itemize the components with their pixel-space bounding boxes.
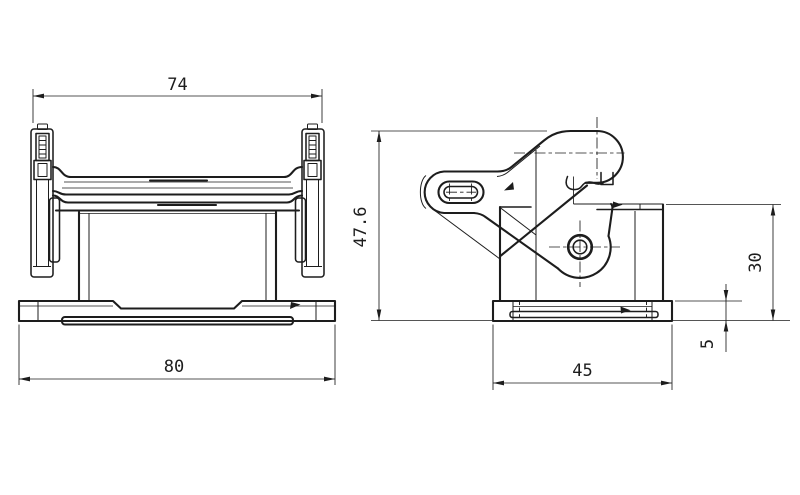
- lever-arm-bottom-edge: [472, 211, 560, 270]
- dim-front-top-width: 74: [32, 75, 323, 123]
- lever-grip-tip: [419, 175, 427, 209]
- mounting-flange-side: [491, 299, 674, 323]
- dimension-arrows: [723, 290, 729, 332]
- hood-rim: [51, 165, 304, 196]
- tower-arm-edges: [33, 179, 51, 267]
- dim-label-47-6: 47.6: [351, 207, 371, 248]
- dim-side-overall-height: 47.6: [351, 130, 547, 321]
- housing-body-front: [77, 210, 278, 303]
- dim-label-30: 30: [746, 252, 766, 272]
- dimensions: 74 80 47.6 30 5: [18, 75, 790, 390]
- tower-neck: [33, 159, 52, 181]
- lever-rise-inner-edge: [496, 145, 541, 177]
- surface-marker-front: [290, 302, 301, 309]
- dim-side-base-width: 45: [492, 324, 673, 390]
- lever-grip-slot: [443, 185, 479, 199]
- screw-hole-hidden-lines: [519, 301, 647, 317]
- pivot-pin: [549, 220, 620, 287]
- front-view: [17, 123, 337, 326]
- dim-flange-thickness: 5: [675, 284, 742, 352]
- lever-arm-back-edge: [499, 184, 589, 257]
- flange-side-outline: [491, 299, 674, 323]
- side-view: [419, 117, 674, 323]
- dim-label-5: 5: [698, 339, 718, 349]
- latch-pin-block: [35, 132, 50, 162]
- rim-bottom-edge: [51, 189, 304, 196]
- corner-chamfer-edge: [499, 207, 537, 236]
- extension-lines: [32, 89, 323, 123]
- flange-end-caps: [37, 301, 317, 321]
- pivot-lobe-right-edge: [607, 202, 614, 238]
- locking-lever: [419, 117, 625, 279]
- tower-cap: [37, 123, 48, 130]
- gasket-front: [60, 315, 295, 326]
- extension-lines: [18, 324, 336, 385]
- surface-marker-lever: [504, 182, 514, 191]
- slot-centerline-ticks: [449, 183, 472, 201]
- latch-catch-block: [600, 171, 614, 186]
- seal-band: [51, 194, 304, 214]
- gasket-side: [509, 310, 659, 319]
- tower-side-plate: [48, 197, 61, 263]
- lever-head-outline: [496, 129, 624, 184]
- dim-label-80: 80: [164, 357, 184, 377]
- seal-top-edge: [51, 194, 304, 204]
- dim-side-body-height: 30: [666, 204, 781, 321]
- lever-grip-outline: [423, 170, 499, 215]
- tower-neck-inner: [37, 163, 48, 177]
- surface-marker-shoulder: [613, 201, 623, 208]
- dim-front-base-width: 80: [18, 324, 336, 385]
- latch-tower-right: [294, 123, 325, 278]
- pin-serrations: [39, 140, 46, 155]
- rim-top-edge: [51, 165, 304, 179]
- far-lever-edge: [433, 209, 501, 260]
- housing-body-side: [433, 150, 665, 303]
- latch-tower-left: [30, 123, 61, 278]
- surface-marker-gasket: [620, 306, 631, 314]
- latch-pin-inner: [38, 135, 47, 159]
- dim-label-45: 45: [572, 361, 592, 381]
- mounting-flange-front: [17, 299, 337, 326]
- latch-hook-wave: [565, 175, 604, 191]
- flange-outline: [17, 299, 337, 323]
- dim-label-74: 74: [167, 75, 187, 95]
- lever-grip-boss: [437, 180, 485, 205]
- extension-lines: [492, 324, 673, 390]
